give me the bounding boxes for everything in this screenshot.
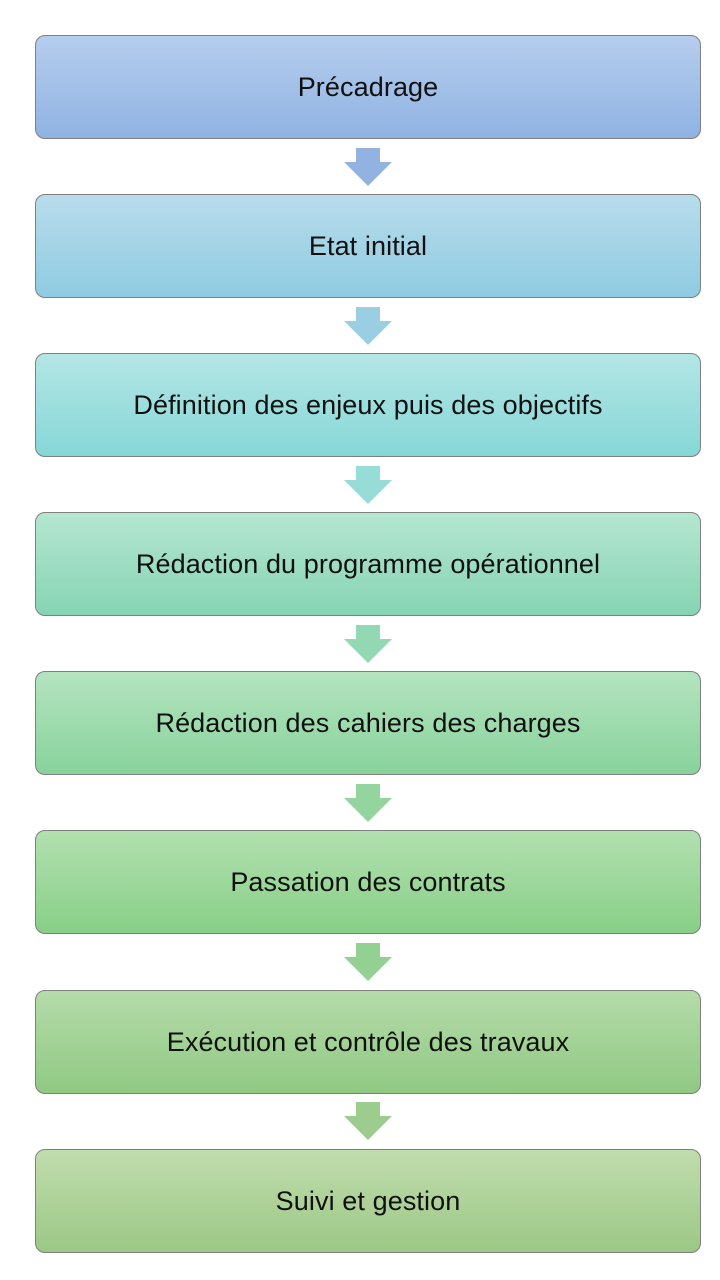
step-precadrage: Précadrage (35, 35, 701, 139)
arrow-shape (344, 1102, 392, 1140)
down-arrow-icon (344, 466, 392, 504)
arrow-shape (344, 625, 392, 663)
step-label: Exécution et contrôle des travaux (166, 1026, 570, 1057)
down-arrow-icon (344, 148, 392, 186)
step-label: Passation des contrats (230, 866, 506, 897)
arrow-shape (344, 784, 392, 822)
down-arrow-icon (344, 784, 392, 822)
step-label: Rédaction des cahiers des charges (155, 707, 581, 738)
arrow-shape (344, 466, 392, 504)
step-label: Précadrage (297, 71, 439, 102)
step-etat-initial: Etat initial (35, 194, 701, 298)
arrow-shape (344, 943, 392, 981)
arrow-shape (344, 148, 392, 186)
down-arrow-icon (344, 1102, 392, 1140)
step-redaction-programme: Rédaction du programme opérationnel (35, 512, 701, 616)
step-label: Suivi et gestion (275, 1185, 461, 1216)
step-label: Définition des enjeux puis des objectifs (133, 389, 603, 420)
step-definition-enjeux: Définition des enjeux puis des objectifs (35, 353, 701, 457)
step-execution-controle: Exécution et contrôle des travaux (35, 990, 701, 1094)
down-arrow-icon (344, 943, 392, 981)
down-arrow-icon (344, 307, 392, 345)
step-label: Etat initial (308, 230, 428, 261)
arrow-shape (344, 307, 392, 345)
step-passation-contrats: Passation des contrats (35, 830, 701, 934)
step-suivi-gestion: Suivi et gestion (35, 1149, 701, 1253)
down-arrow-icon (344, 625, 392, 663)
step-label: Rédaction du programme opérationnel (135, 548, 601, 579)
step-redaction-cahiers: Rédaction des cahiers des charges (35, 671, 701, 775)
